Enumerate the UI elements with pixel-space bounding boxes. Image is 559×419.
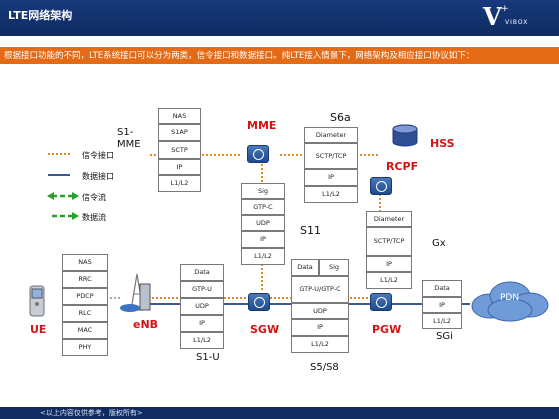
mme-label: MME — [247, 119, 277, 132]
base-station-icon — [120, 273, 151, 312]
ue-rlc: RLC — [62, 305, 108, 322]
s6a-label: S6a — [330, 111, 351, 124]
legend-signal-interface: 信令接口 — [82, 151, 114, 160]
rcpf-l1l2: L1/L2 — [366, 272, 412, 289]
s11-l1l2: L1/L2 — [241, 248, 285, 265]
pdn-cloud-icon — [471, 281, 549, 322]
rcpf-ip: IP — [366, 256, 412, 272]
s11-label: S11 — [300, 224, 321, 237]
company-logo: V + VIBOX — [481, 2, 553, 32]
mme-sctp-tcp: SCTP/TCP — [304, 143, 358, 169]
s11-ip: IP — [241, 231, 285, 248]
pgw-router-icon — [370, 293, 392, 311]
page-title: LTE网络架构 — [8, 9, 73, 22]
ue-nas: NAS — [62, 254, 108, 271]
sgw-ip: IP — [291, 319, 349, 336]
sgw-sig: Sig — [319, 259, 349, 276]
sgi-label: SGi — [436, 331, 453, 342]
mme-stack-sctp: SCTP — [158, 141, 201, 159]
footer-text: <以上内容仅供参考，版权所有> — [40, 409, 143, 417]
sgw-label: SGW — [250, 323, 280, 336]
ue-mac: MAC — [62, 322, 108, 339]
hss-label: HSS — [430, 137, 455, 150]
ue-rrc: RRC — [62, 271, 108, 288]
mme-stack-l1l2: L1/L2 — [158, 175, 201, 192]
mme-stack-ip: IP — [158, 159, 201, 175]
rcpf-sctp-tcp: SCTP/TCP — [366, 227, 412, 256]
enb-gtp-u: GTP-U — [180, 281, 224, 298]
sgw-l1l2: L1/L2 — [291, 336, 349, 353]
s11-udp: UDP — [241, 215, 285, 231]
intro-banner: 根据接口功能的不同，LTE系统接口可以分为两类，信令接口和数据接口。纯LTE接入… — [0, 47, 559, 64]
mme-right-l1l2: L1/L2 — [304, 186, 358, 203]
sgw-router-icon — [248, 293, 270, 311]
footer-bar: <以上内容仅供参考，版权所有> — [0, 407, 559, 419]
legend-data-flow: 数据流 — [82, 213, 106, 222]
sgw-udp: UDP — [291, 303, 349, 319]
sgw-data: Data — [291, 259, 319, 276]
mobile-phone-icon — [29, 285, 45, 317]
pgw-ip: IP — [422, 297, 462, 313]
s11-gtp-c: GTP-C — [241, 199, 285, 215]
pdn-label: PDN — [500, 293, 520, 303]
hss-database-icon — [392, 124, 418, 147]
logo-wordmark: VIBOX — [505, 19, 529, 26]
mme-diameter: Diameter — [304, 127, 358, 143]
rcpf-router-icon — [370, 177, 392, 195]
legend-data-interface: 数据接口 — [82, 172, 114, 181]
enb-label: eNB — [133, 318, 159, 331]
rcpf-label: RCPF — [386, 160, 419, 173]
enb-l1l2: L1/L2 — [180, 332, 224, 349]
ue-pdcp: PDCP — [62, 288, 108, 305]
pgw-l1l2: L1/L2 — [422, 313, 462, 329]
intro-text: 根据接口功能的不同，LTE系统接口可以分为两类，信令接口和数据接口。纯LTE接入… — [4, 51, 475, 61]
logo-plus-icon: + — [501, 4, 509, 14]
mme-router-icon — [247, 145, 269, 163]
gx-label: Gx — [432, 238, 446, 249]
legend-signal-flow: 信令流 — [82, 193, 106, 202]
mme-stack-s1ap: S1AP — [158, 124, 201, 141]
enb-ip: IP — [180, 315, 224, 332]
rcpf-diameter: Diameter — [366, 211, 412, 227]
ue-phy: PHY — [62, 339, 108, 356]
mme-right-ip: IP — [304, 169, 358, 186]
pgw-label: PGW — [372, 323, 402, 336]
s5-s8-label: S5/S8 — [310, 362, 339, 373]
pgw-data: Data — [422, 280, 462, 297]
logo-v-icon: V — [483, 2, 502, 31]
sgw-gtp: GTP-U/GTP-C — [291, 276, 349, 303]
mme-stack-nas: NAS — [158, 108, 201, 124]
enb-data: Data — [180, 264, 224, 281]
enb-udp: UDP — [180, 298, 224, 315]
s1-mme-label: S1- MME — [117, 127, 141, 150]
ue-label: UE — [30, 323, 47, 336]
title-bar: LTE网络架构 V + VIBOX — [0, 0, 559, 36]
s1-u-label: S1-U — [196, 352, 220, 363]
s11-sig: Sig — [241, 183, 285, 199]
